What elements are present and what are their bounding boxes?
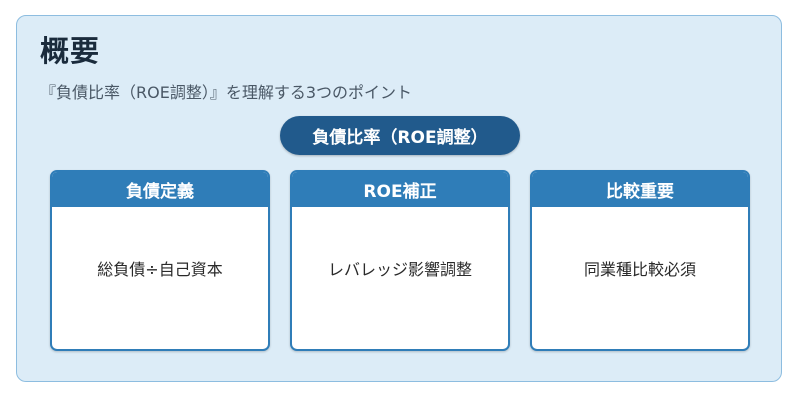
page-title: 概要 xyxy=(40,34,101,68)
card-heading: 負債定義 xyxy=(52,172,268,207)
page-subtitle: 『負債比率（ROE調整）』を理解する3つのポイント xyxy=(40,83,413,102)
point-card-comparison: 比較重要 同業種比較必須 xyxy=(530,170,750,351)
point-card-roe-adjustment: ROE補正 レバレッジ影響調整 xyxy=(290,170,510,351)
card-heading: 比較重要 xyxy=(532,172,748,207)
card-body-text: 総負債÷自己資本 xyxy=(97,260,223,279)
card-heading: ROE補正 xyxy=(292,172,508,207)
central-topic-pill: 負債比率（ROE調整） xyxy=(280,116,520,155)
point-card-debt-definition: 負債定義 総負債÷自己資本 xyxy=(50,170,270,351)
card-body-text: レバレッジ影響調整 xyxy=(327,260,472,279)
card-body-text: 同業種比較必須 xyxy=(583,260,696,279)
